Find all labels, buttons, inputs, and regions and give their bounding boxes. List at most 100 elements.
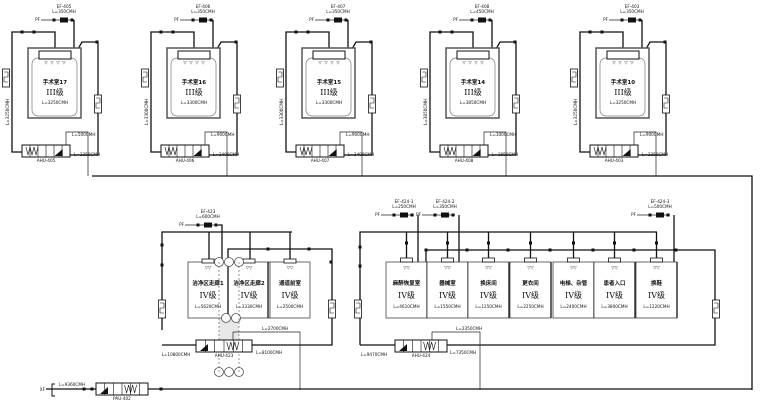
damper-icon [588, 30, 592, 34]
damper-icon [572, 241, 575, 245]
room-name: 通道前室 [279, 279, 302, 287]
diffuser-arrow-icon: ▽▽ [653, 265, 660, 270]
coil-icon [128, 384, 133, 394]
fresh-air-trunk [92, 175, 753, 390]
diffuser-arrow-icon: ▽▽ [287, 265, 294, 270]
ahu-unit: AHU-405 [21, 144, 71, 163]
fan-icon [193, 149, 202, 156]
damper-icon [613, 241, 616, 245]
damper-icon [160, 263, 164, 267]
ahu-label: AHU-423 [215, 353, 234, 358]
damper-icon [159, 30, 163, 34]
damper-icon [513, 40, 517, 44]
fresh-air-branch [483, 131, 507, 176]
fresh-air-inlet-label: XF [40, 387, 46, 392]
room-outline [385, 261, 428, 319]
silencer-body [712, 299, 720, 319]
damper-icon [20, 30, 24, 34]
clean-zone [305, 57, 352, 117]
damper-icon [648, 213, 652, 217]
silencer-icon [158, 299, 166, 319]
exhaust-fan-flow: L=350CMH [620, 9, 644, 14]
coil-icon [299, 146, 305, 156]
damper-icon [369, 40, 373, 44]
clean-grade: III级 [464, 87, 481, 97]
silencer-baffle [663, 97, 669, 109]
coil-icon [601, 146, 607, 156]
diffuser-arrow-icon: ▽ [618, 60, 622, 65]
fan-icon [472, 149, 481, 156]
exhaust-fan-icon [60, 17, 68, 23]
silencer-baffle [369, 97, 375, 109]
exhaust-riser [218, 224, 223, 262]
diffuser-icon [482, 257, 495, 263]
room-outline [593, 261, 636, 319]
supply-flow-label: L=3250CMH [5, 99, 10, 125]
silencer-icon [276, 68, 284, 88]
clean-grade: IV级 [648, 290, 665, 300]
silencer-icon [662, 94, 670, 114]
pf-label: PF [453, 17, 459, 22]
room-flow: L=1220CMH [643, 304, 669, 309]
or-system-ahu-406: EF-406L=350CMHPFL=3300CMH▽▽▽▽手术室16III级L=… [141, 4, 241, 176]
diffuser-arrow-icon: ▽▽ [403, 265, 410, 270]
clean-grade: IV级 [606, 290, 623, 300]
clean-zone [449, 57, 496, 117]
damper-icon [358, 264, 362, 268]
damper-icon [591, 248, 595, 252]
coil-icon [451, 146, 457, 156]
room-outline [269, 261, 311, 319]
silencer-icon [328, 299, 336, 319]
fresh-flow-label: L=1000CMH [490, 132, 516, 137]
ahu-label: AHU-403 [605, 158, 624, 163]
diffuser-arrow-icon: ▽▽ [527, 265, 534, 270]
exhaust-fan-name: EF-424-2 [436, 199, 455, 204]
duct-section-icon [224, 367, 234, 377]
damper-icon [294, 30, 298, 34]
coil-icon [33, 146, 39, 156]
silencer-body [354, 299, 362, 319]
clean-grade: IV级 [565, 290, 582, 300]
silencer-body [94, 94, 102, 114]
silencer-body [420, 68, 428, 88]
exhaust-fan-icon [400, 212, 408, 218]
damper-icon [326, 18, 330, 22]
diffuser-icon [650, 257, 663, 263]
diffuser-arrow-icon: ▽ [44, 60, 48, 65]
fresh-air-branch [204, 131, 228, 176]
pf-label: PF [309, 17, 315, 22]
diffuser-arrow-icon: ▽ [56, 60, 60, 65]
diffuser-arrow-icon: ▽ [336, 60, 340, 65]
silencer-body [233, 94, 241, 114]
coil-icon [25, 146, 31, 156]
silencer-baffle [3, 71, 9, 83]
exhaust-fan-name: EF-424-1 [395, 199, 414, 204]
pf-label: PF [375, 212, 381, 217]
coil-icon [423, 341, 428, 351]
ahu-unit: AHU-407 [295, 144, 345, 163]
return-flow-label: L=8100CMH [256, 350, 282, 355]
room-flow: L=3800CMH [601, 304, 627, 309]
damper-icon [329, 260, 333, 264]
room-name: 器械室 [438, 279, 456, 287]
silencer-icon [94, 94, 102, 114]
fan-icon [622, 149, 631, 156]
supply-duct [429, 31, 474, 153]
duct-section-icon [231, 313, 241, 323]
clean-zone [599, 57, 646, 117]
damper-icon [159, 387, 163, 391]
coil-icon [29, 146, 35, 156]
ahu-unit: PAU-402 [95, 382, 149, 401]
exhaust-fan-icon [628, 17, 636, 23]
diffuser-arrow-icon: ▽ [474, 60, 478, 65]
damper-icon [214, 223, 218, 227]
room-name: 手术室15 [317, 78, 341, 86]
